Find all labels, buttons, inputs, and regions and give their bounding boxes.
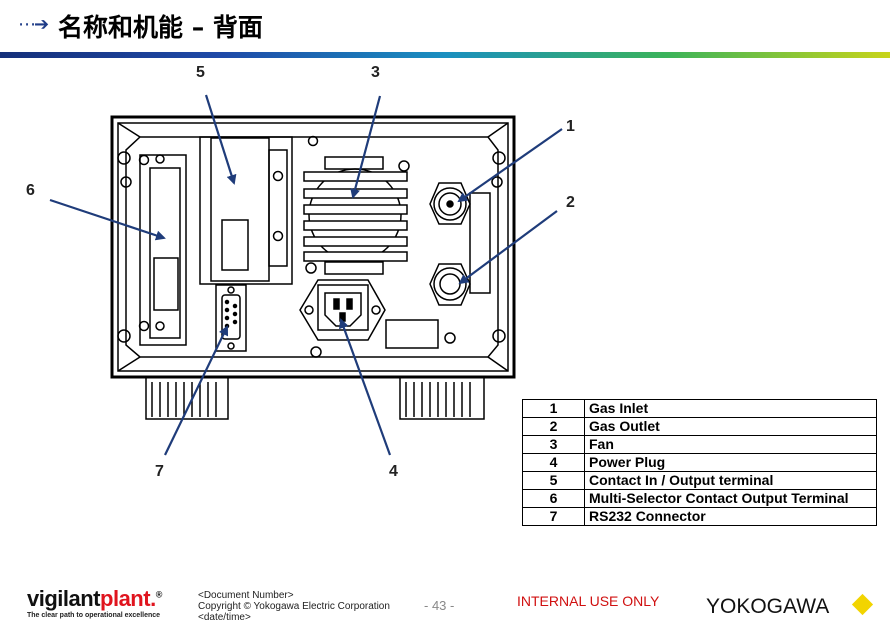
page-number: - 43 - [424,598,455,613]
callout-7: 7 [155,463,164,480]
legend-label: Multi-Selector Contact Output Terminal [584,489,877,508]
power-plug [299,279,439,358]
left-foot [145,376,229,420]
legend-num: 1 [522,399,585,418]
callout-arrow-3 [350,95,382,199]
contact-io-terminal [199,135,319,285]
legend-label: RS232 Connector [584,507,877,526]
registered-mark: ® [155,589,163,600]
copyright-text: Copyright © Yokogawa Electric Corporatio… [198,601,390,612]
logo-tagline: The clear path to operational excellence [27,612,161,619]
legend-num: 4 [522,453,585,472]
legend-num: 2 [522,417,585,436]
legend-label: Fan [584,435,877,454]
legend-label: Power Plug [584,453,877,472]
callout-arrow-7 [164,325,229,456]
legend-num: 5 [522,471,585,490]
right-foot [399,376,485,420]
legend-num: 7 [522,507,585,526]
legend-label: Gas Inlet [584,399,877,418]
logo-part-1: vigilant [27,586,101,611]
callout-arrow-6 [49,198,166,241]
callout-1: 1 [566,118,575,135]
document-info: <Document Number> Copyright © Yokogawa E… [198,590,390,623]
page-title: 名称和机能 – 背面 [58,13,263,42]
callout-arrow-2 [458,210,558,285]
legend-num: 6 [522,489,585,508]
callout-arrow-5 [204,94,237,185]
gas-fittings [429,182,491,344]
callout-6: 6 [26,182,35,199]
yokogawa-logo: YOKOGAWA [706,595,830,618]
callout-2: 2 [566,194,575,211]
vigilantplant-logo: vigilantplant.® [27,586,162,612]
callout-3: 3 [371,64,380,81]
callout-5: 5 [196,64,205,81]
legend-label: Gas Outlet [584,417,877,436]
callout-arrow-1 [457,128,563,203]
legend-num: 3 [522,435,585,454]
document-number: <Document Number> [198,590,294,601]
title-arrow-icon: ⋯➔ [18,14,49,35]
date-time: <date/time> [198,612,251,623]
legend-label: Contact In / Output terminal [584,471,877,490]
callout-4: 4 [389,463,398,480]
callout-arrow-4 [339,318,392,456]
title-divider [0,52,890,58]
internal-use-label: INTERNAL USE ONLY [517,593,660,609]
logo-part-2: plant. [100,586,156,611]
multi-selector-terminal [138,154,187,346]
